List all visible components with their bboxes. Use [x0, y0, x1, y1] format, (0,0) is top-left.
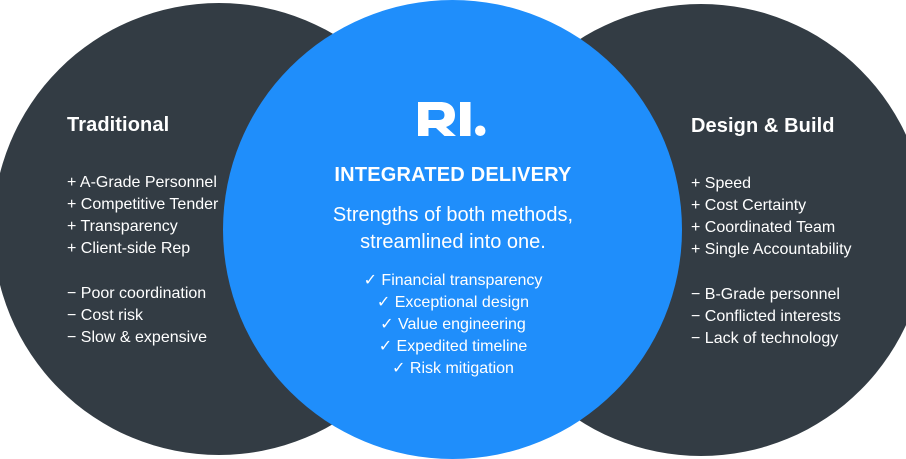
integrated-delivery-panel: INTEGRATED DELIVERY Strengths of both me… [303, 96, 603, 380]
list-item: − Lack of technology [691, 330, 839, 347]
list-item: + Single Accountability [691, 241, 852, 258]
list-item: − Poor coordination [67, 285, 207, 302]
traditional-pros-list: + A-Grade Personnel + Competitive Tender… [67, 172, 307, 260]
traditional-title: Traditional [67, 114, 170, 136]
ri-logo [303, 96, 603, 140]
traditional-panel: Traditional + A-Grade Personnel + Compet… [67, 112, 307, 349]
design-build-panel: Design & Build + Speed + Cost Certainty … [691, 113, 901, 350]
design-build-pros-list: + Speed + Cost Certainty + Coordinated T… [691, 173, 901, 261]
list-item: − Cost risk [67, 307, 144, 324]
tagline-line: streamlined into one. [360, 231, 546, 253]
list-item: + Client-side Rep [67, 240, 191, 257]
list-item: + Transparency [67, 218, 178, 235]
center-title: INTEGRATED DELIVERY [334, 164, 572, 186]
design-build-cons-list: − B-Grade personnel − Conflicted interes… [691, 284, 901, 350]
list-item: ✓ Value engineering [380, 316, 526, 333]
design-build-title: Design & Build [691, 115, 835, 137]
list-item: − Conflicted interests [691, 308, 841, 325]
traditional-cons-list: − Poor coordination − Cost risk − Slow &… [67, 283, 307, 349]
list-item: ✓ Financial transparency [363, 272, 543, 289]
integrated-delivery-circle [223, 0, 682, 459]
list-item: ✓ Risk mitigation [392, 360, 514, 377]
list-item: + Speed [691, 175, 752, 192]
benefits-list: ✓ Financial transparency ✓ Exceptional d… [303, 270, 603, 380]
ri-logo-mark [418, 102, 486, 136]
list-item: + Cost Certainty [691, 197, 807, 214]
list-item: − Slow & expensive [67, 329, 208, 346]
list-item: ✓ Expedited timeline [378, 338, 528, 355]
list-item: + A-Grade Personnel [67, 174, 217, 191]
list-item: ✓ Exceptional design [376, 294, 530, 311]
list-item: + Competitive Tender [67, 196, 219, 213]
list-item: + Coordinated Team [691, 219, 836, 236]
tagline: Strengths of both methods, streamlined i… [303, 202, 603, 256]
tagline-line: Strengths of both methods, [332, 204, 574, 226]
list-item: − B-Grade personnel [691, 286, 840, 303]
